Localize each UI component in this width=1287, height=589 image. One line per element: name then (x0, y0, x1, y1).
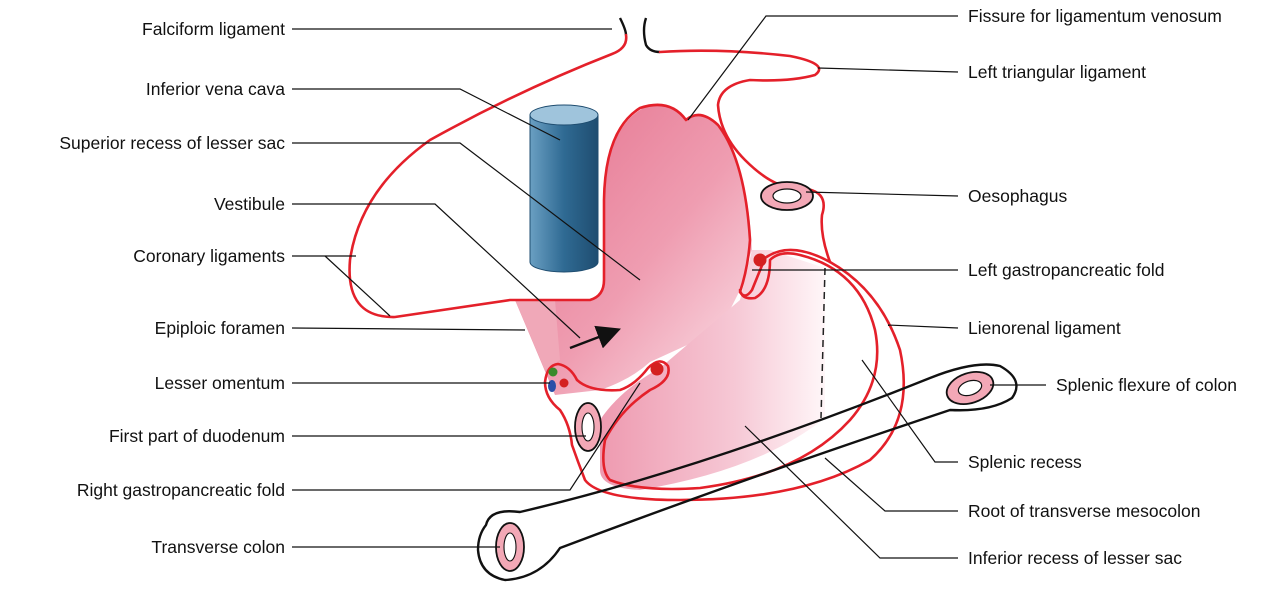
label-right-gastropancreatic-fold: Right gastropancreatic fold (77, 480, 285, 500)
label-lienorenal-ligament: Lienorenal ligament (968, 318, 1121, 338)
transverse-colon (496, 523, 524, 571)
label-transverse-colon: Transverse colon (151, 537, 285, 557)
portal-vein-dot (548, 380, 556, 392)
label-inferior-vena-cava: Inferior vena cava (146, 79, 285, 99)
label-first-part-of-duodenum: First part of duodenum (109, 426, 285, 446)
label-falciform-ligament: Falciform ligament (142, 19, 285, 39)
leader-lines-left (292, 29, 640, 547)
label-inferior-recess-of-lesser-sac: Inferior recess of lesser sac (968, 548, 1182, 568)
label-oesophagus: Oesophagus (968, 186, 1067, 206)
label-left-gastropancreatic-fold: Left gastropancreatic fold (968, 260, 1165, 280)
label-left-triangular-ligament: Left triangular ligament (968, 62, 1146, 82)
label-epiploic-foramen: Epiploic foramen (155, 318, 285, 338)
epiploic-foramen-region (515, 300, 560, 370)
label-splenic-flexure-of-colon: Splenic flexure of colon (1056, 375, 1237, 395)
first-part-of-duodenum (575, 403, 601, 451)
label-vestibule: Vestibule (214, 194, 285, 214)
label-fissure-ligamentum-venosum: Fissure for ligamentum venosum (968, 6, 1222, 26)
left-gastric-artery-dot (754, 254, 767, 267)
label-root-of-transverse-mesocolon: Root of transverse mesocolon (968, 501, 1200, 521)
label-superior-recess: Superior recess of lesser sac (59, 133, 285, 153)
splenic-flexure-of-colon (943, 366, 998, 409)
bile-duct-dot (549, 368, 558, 377)
label-lesser-omentum: Lesser omentum (155, 373, 285, 393)
label-coronary-ligaments: Coronary ligaments (133, 246, 285, 266)
labels-right: Fissure for ligamentum venosum Left tria… (968, 6, 1237, 568)
labels-left: Falciform ligament Inferior vena cava Su… (59, 19, 285, 557)
label-splenic-recess: Splenic recess (968, 452, 1082, 472)
hepatic-artery-dot (560, 379, 569, 388)
oesophagus (761, 182, 813, 210)
common-hepatic-artery-dot (651, 363, 664, 376)
